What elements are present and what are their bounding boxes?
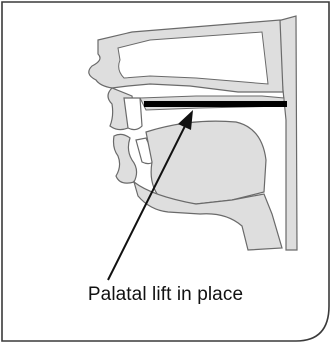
figure-caption: Palatal lift in place (0, 284, 331, 306)
lower-lip-chin (114, 134, 137, 183)
palatal-lift-bar (144, 101, 287, 107)
tongue (146, 121, 266, 204)
